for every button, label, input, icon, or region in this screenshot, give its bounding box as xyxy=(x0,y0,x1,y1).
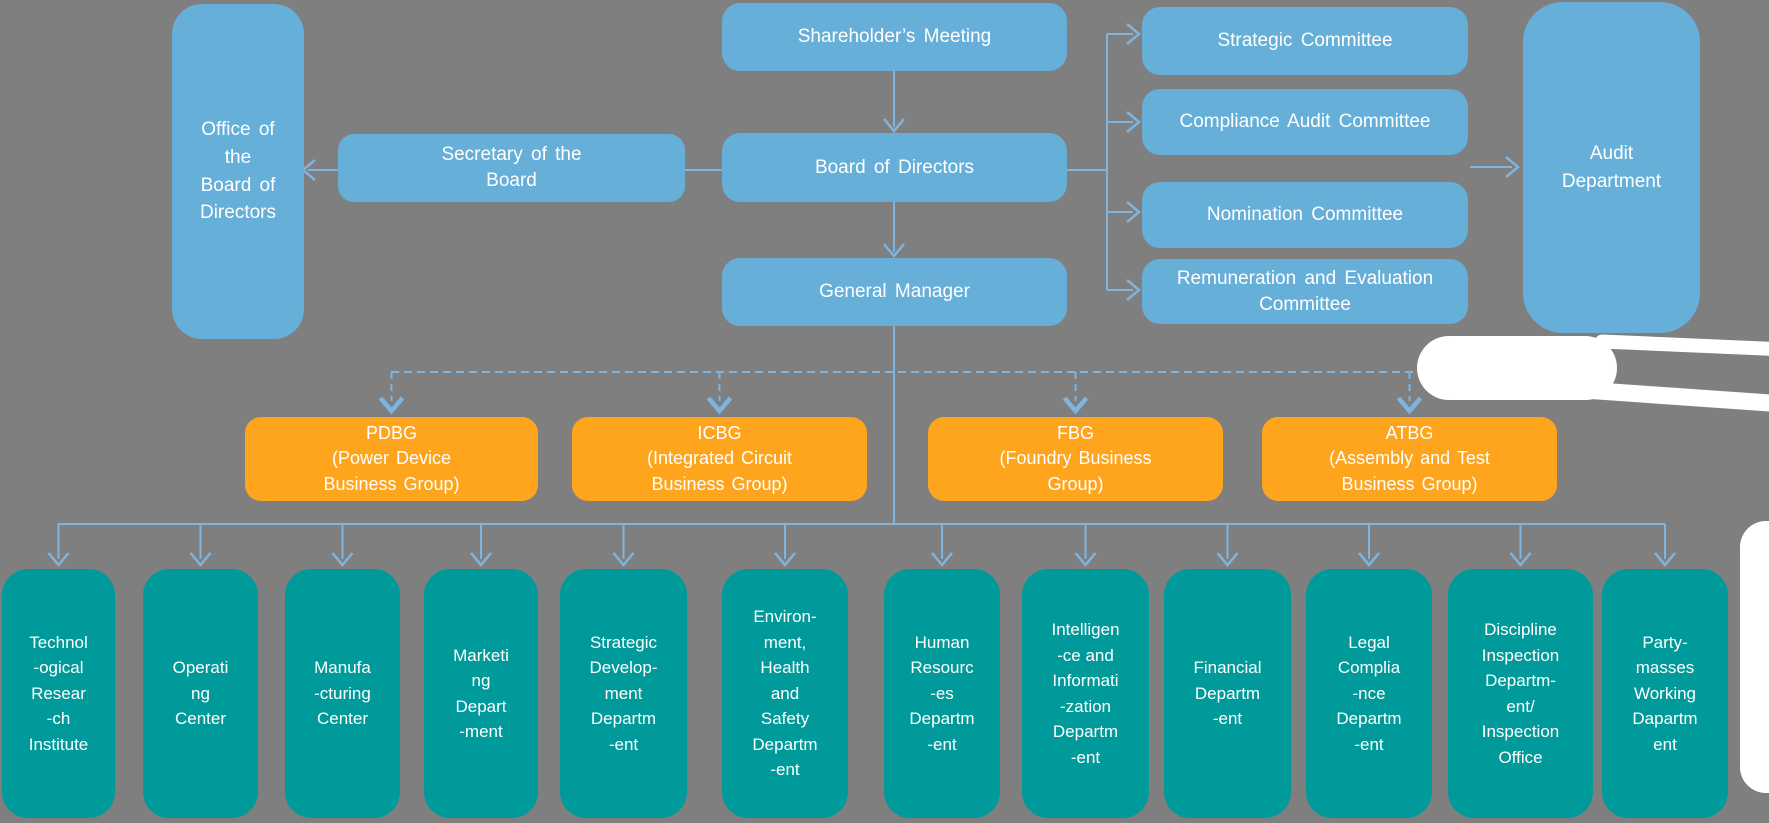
box-department-1: Operati ng Center xyxy=(143,569,258,818)
box-business-group-2: FBG (Foundry Business Group) xyxy=(928,417,1223,501)
box-committee-1: Compliance Audit Committee xyxy=(1142,89,1468,155)
box-committee-0: Strategic Committee xyxy=(1142,7,1468,75)
box-committee-2: Nomination Committee xyxy=(1142,182,1468,248)
box-department-5: Environ- ment, Health and Safety Departm… xyxy=(722,569,848,818)
box-department-10: Discipline Inspection Departm- ent/ Insp… xyxy=(1448,569,1593,818)
box-department-7: Intelligen -ce and Informati -zation Dep… xyxy=(1022,569,1149,818)
box-department-3: Marketi ng Depart -ment xyxy=(424,569,538,818)
box-department-0: Technol -ogical Resear -ch Institute xyxy=(2,569,115,818)
box-secretary-of-the-board: Secretary of the Board xyxy=(338,134,685,202)
box-office-of-the-board: Office of the Board of Directors xyxy=(172,4,304,339)
box-department-9: Legal Complia -nce Departm -ent xyxy=(1306,569,1432,818)
box-department-4: Strategic Develop- ment Departm -ent xyxy=(560,569,687,818)
box-audit-department: Audit Department xyxy=(1523,2,1700,333)
box-business-group-0: PDBG (Power Device Business Group) xyxy=(245,417,538,501)
box-shareholders-meeting: Shareholder’s Meeting xyxy=(722,3,1067,71)
box-committee-3: Remuneration and Evaluation Committee xyxy=(1142,259,1468,324)
white-blob-right-edge xyxy=(1740,521,1769,793)
box-business-group-3: ATBG (Assembly and Test Business Group) xyxy=(1262,417,1557,501)
box-business-group-1: ICBG (Integrated Circuit Business Group) xyxy=(572,417,867,501)
box-department-6: Human Resourc -es Departm -ent xyxy=(884,569,1000,818)
box-department-2: Manufa -cturing Center xyxy=(285,569,400,818)
box-general-manager: General Manager xyxy=(722,258,1067,326)
box-department-11: Party- masses Working Dapartm ent xyxy=(1602,569,1728,818)
box-board-of-directors: Board of Directors xyxy=(722,133,1067,202)
box-department-8: Financial Departm -ent xyxy=(1164,569,1291,818)
